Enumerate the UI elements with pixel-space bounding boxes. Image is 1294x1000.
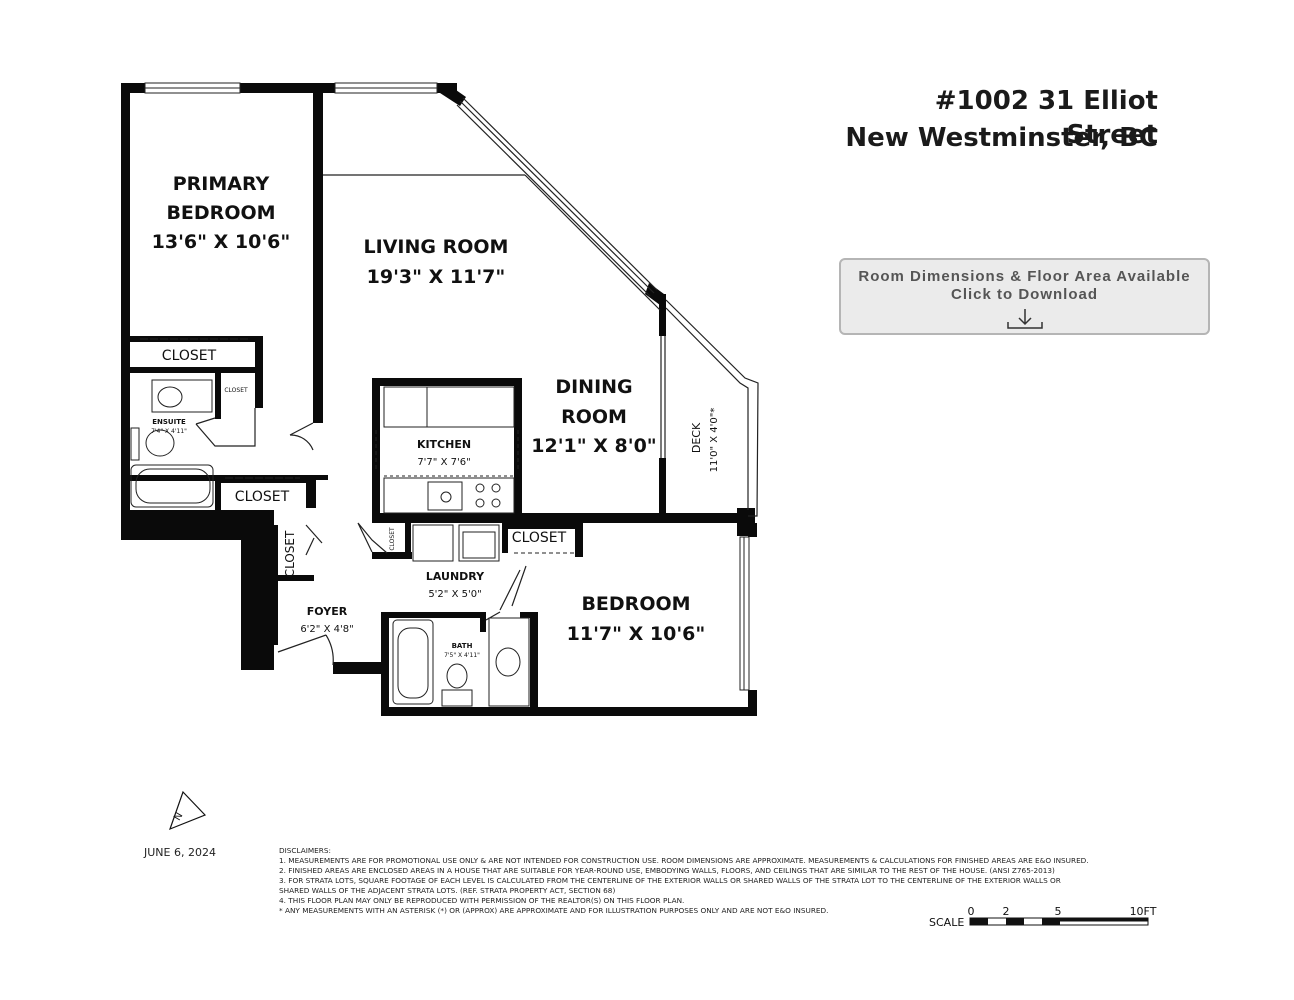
disclaimer-item: 1. MEASUREMENTS ARE FOR PROMOTIONAL USE … [279, 856, 1089, 865]
primary-bedroom-label-2: BEDROOM [166, 202, 275, 224]
bedroom-label: BEDROOM [581, 593, 690, 615]
laundry-dims: 5'2" X 5'0" [428, 589, 481, 600]
plan-date: JUNE 6, 2024 [144, 846, 216, 859]
disclaimers: DISCLAIMERS: 1. MEASUREMENTS ARE FOR PRO… [279, 846, 1179, 916]
disclaimer-item: * ANY MEASUREMENTS WITH AN ASTERISK (*) … [279, 906, 829, 915]
dining-room-label-1: DINING [555, 376, 632, 398]
disclaimer-title: DISCLAIMERS: [279, 846, 331, 855]
foyer-label: FOYER [307, 605, 348, 618]
foyer-closet-label: CLOSET [283, 530, 297, 577]
bedroom-closet-label: CLOSET [512, 530, 567, 546]
scale-tick-2: 2 [1003, 905, 1010, 918]
scale-tick-5: 5 [1055, 905, 1062, 918]
small-closet-label: CLOSET [224, 387, 248, 394]
download-button[interactable]: Room Dimensions & Floor Area Available C… [839, 258, 1210, 335]
floor-plan-fixtures [130, 338, 575, 707]
bath-label: BATH [452, 642, 473, 650]
kitchen-label: KITCHEN [417, 438, 471, 451]
bath-dims: 7'5" X 4'11" [444, 652, 480, 659]
laundry-label: LAUNDRY [426, 570, 485, 583]
lower-closet-label: CLOSET [235, 489, 290, 505]
deck-label: DECK [690, 422, 703, 453]
floor-plan-walls [121, 83, 757, 716]
download-arrow-icon [1006, 309, 1043, 329]
address-line-1: #1002 31 Elliot Street [934, 86, 1158, 150]
primary-closet-label: CLOSET [162, 348, 217, 364]
scale-tick-10: 10FT [1130, 905, 1157, 918]
scale-tick-0: 0 [968, 905, 975, 918]
ensuite-dims: 7'4" X 4'11" [151, 428, 187, 435]
ensuite-label: ENSUITE [152, 418, 186, 426]
foyer-dims: 6'2" X 4'8" [300, 624, 353, 635]
floor-plan-windows [144, 82, 750, 691]
disclaimer-item: 2. FINISHED AREAS ARE ENCLOSED AREAS IN … [279, 866, 1055, 875]
scale-label: SCALE [929, 916, 964, 929]
primary-bedroom-dims: 13'6" X 10'6" [152, 231, 291, 253]
living-room-label: LIVING ROOM [364, 236, 509, 258]
living-room-dims: 19'3" X 11'7" [367, 266, 506, 288]
north-label: N [172, 811, 185, 823]
disclaimer-item: 4. THIS FLOOR PLAN MAY ONLY BE REPRODUCE… [279, 896, 685, 905]
download-line-1: Room Dimensions & Floor Area Available [858, 268, 1191, 285]
download-line-2: Click to Download [950, 286, 1098, 303]
dining-room-dims: 12'1" X 8'0" [531, 435, 656, 457]
kitchen-dims: 7'7" X 7'6" [417, 457, 470, 468]
deck-dims: 11'0" X 4'0"* [709, 408, 720, 473]
north-arrow-icon: N [168, 790, 207, 831]
dining-room-label-2: ROOM [561, 406, 627, 428]
primary-bedroom-label-1: PRIMARY [173, 173, 270, 195]
laundry-closet-label: CLOSET [389, 527, 396, 551]
address-line-2: New Westminster, BC [845, 123, 1158, 153]
disclaimer-item: 3. FOR STRATA LOTS, SQUARE FOOTAGE OF EA… [279, 876, 1061, 885]
disclaimer-item: SHARED WALLS OF THE ADJACENT STRATA LOTS… [279, 886, 616, 895]
scale-bar: SCALE 0 2 5 10FT [929, 905, 1157, 929]
bedroom-dims: 11'7" X 10'6" [567, 623, 706, 645]
